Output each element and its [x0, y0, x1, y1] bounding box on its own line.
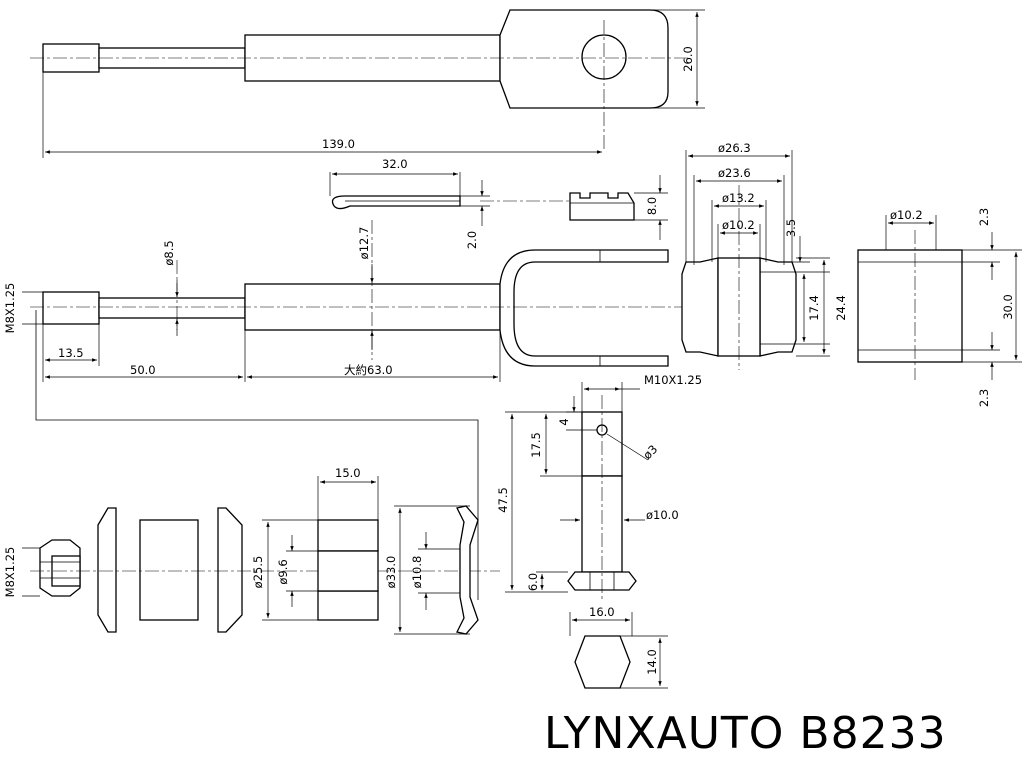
sleeve [857, 215, 1022, 380]
dim-phi-25-5: ø25.5 [251, 556, 265, 589]
dim-4: 4 [557, 418, 571, 425]
bolt [505, 382, 649, 600]
dim-24-4: 24.4 [834, 295, 848, 321]
dim-139-0: 139.0 [322, 137, 355, 151]
dim-2-3-top: 2.3 [977, 208, 991, 226]
dim-16-0: 16.0 [589, 605, 615, 619]
top-rod [30, 9, 705, 158]
dim-phi-10-2-top: ø10.2 [722, 218, 755, 232]
dim-14-0: 14.0 [645, 649, 659, 675]
dim-phi-10-2-right: ø10.2 [890, 208, 923, 222]
bolt-head [569, 612, 668, 689]
dim-phi-10-8: ø10.8 [410, 556, 424, 589]
dim-phi-3: ø3 [640, 442, 660, 462]
dim-approx-63-0: 大約63.0 [344, 363, 393, 377]
dim-2-3-bottom: 2.3 [977, 389, 991, 407]
dim-17-5: 17.5 [529, 432, 543, 458]
dim-50-0: 50.0 [130, 363, 156, 377]
dim-phi-33-0: ø33.0 [384, 556, 398, 589]
dim-13-5: 13.5 [58, 346, 84, 360]
dim-phi-9-6: ø9.6 [276, 559, 290, 584]
dim-phi-26-3: ø26.3 [718, 141, 751, 155]
dim-m10: M10X1.25 [644, 373, 702, 387]
cotter-pin [329, 172, 570, 226]
dim-phi-10-0: ø10.0 [646, 508, 679, 522]
exploded-parts [22, 476, 500, 635]
dim-15-0: 15.0 [335, 466, 361, 480]
dim-8-0: 8.0 [645, 197, 659, 215]
dim-2-0: 2.0 [465, 231, 479, 249]
middle-rod [22, 220, 700, 600]
dim-3-5: 3.5 [784, 219, 798, 237]
dim-phi-12-7: ø12.7 [357, 227, 371, 260]
dim-32-0: 32.0 [382, 157, 408, 171]
dim-17-4: 17.4 [807, 295, 821, 321]
product-title: LYNXAUTO B8233 [544, 708, 947, 759]
dim-phi-23-6: ø23.6 [718, 166, 751, 180]
dim-30-0: 30.0 [1001, 294, 1015, 320]
dim-phi-8-5: ø8.5 [162, 240, 176, 265]
dim-phi-13-2: ø13.2 [722, 191, 755, 205]
castle-nut [569, 175, 668, 240]
dim-47-5: 47.5 [496, 487, 510, 513]
dim-m8-top: M8X1.25 [3, 283, 17, 334]
bushing-section [681, 150, 830, 370]
dim-6-0: 6.0 [526, 573, 540, 591]
dim-26-0: 26.0 [681, 46, 695, 72]
dim-m8-bottom: M8X1.25 [3, 547, 17, 598]
